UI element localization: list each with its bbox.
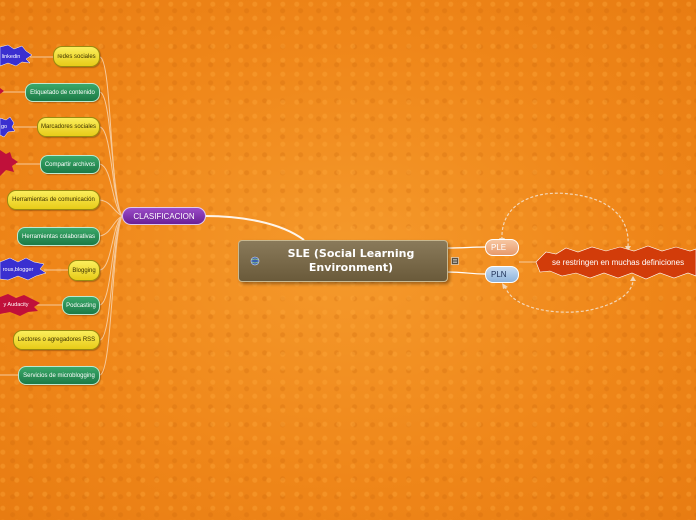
node-marcadores-sociales[interactable]: Marcadores sociales [37,117,100,137]
node-etiquetado-de-contenido[interactable]: Etiquetado de contenido [25,83,100,102]
tag-burst-linkedin [0,44,33,67]
node-herramientas-colaborativas[interactable]: Herramientas colaborativas [17,227,100,246]
node-lectores-rss[interactable]: Lectores o agregadores RSS [13,330,100,350]
ple-label: PLE [491,243,507,252]
node-clasificacion[interactable]: CLASIFICACION [122,207,206,225]
node-herramientas-de-comunicacion[interactable]: Herramientas de comunicación [7,190,100,210]
node-servicios-de-microblogging[interactable]: Servicios de microblogging [18,366,100,385]
central-title: SLE (Social Learning Environment) [287,247,415,274]
node-compartir-archivos[interactable]: Compartir archivos [40,155,100,174]
tag-burst-compartir [0,150,18,176]
tag-burst-go [0,116,16,138]
node-blogging[interactable]: Blogging [68,260,100,281]
notes-icon [451,257,459,265]
tag-linkedin[interactable]: linkedin [1,54,21,60]
central-topic[interactable]: SLE (Social Learning Environment) [238,240,448,282]
node-note-text[interactable]: se restringen en muchas definiciones [552,257,685,267]
globe-icon [250,256,260,266]
tag-burst-etiquetado [0,88,4,94]
node-ple[interactable]: PLE [485,239,519,256]
tag-go[interactable]: go [0,124,8,130]
pln-label: PLN [491,270,507,279]
tag-burst-blogging [0,257,47,281]
node-pln[interactable]: PLN [485,266,519,283]
tag-burst-podcasting [0,294,40,316]
tag-blogging[interactable]: rous,blogger [2,267,34,273]
tag-burst-note [535,245,696,280]
node-redes-sociales[interactable]: redes sociales [53,46,100,67]
node-podcasting[interactable]: Podcasting [62,296,100,315]
tag-podcasting[interactable]: y Audacity [3,302,29,308]
